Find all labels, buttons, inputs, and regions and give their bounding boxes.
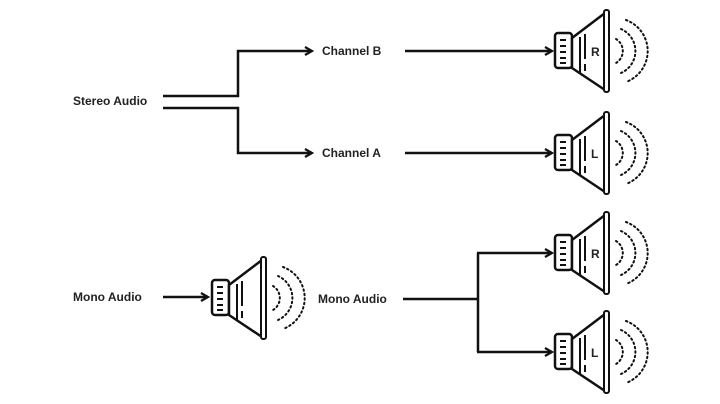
svg-text:L: L	[591, 346, 598, 360]
stereo-audio-label: Stereo Audio	[73, 94, 147, 108]
svg-text:L: L	[591, 147, 598, 161]
mono-speaker-icon	[210, 255, 306, 341]
mono-audio-output-label: Mono Audio	[318, 292, 387, 306]
svg-text:R: R	[591, 45, 600, 59]
mono-speaker-left-icon: L	[553, 309, 649, 395]
svg-text:R: R	[591, 247, 600, 261]
channel-a-label: Channel A	[322, 146, 381, 160]
mono-speaker-right-icon: R	[553, 210, 649, 296]
stereo-to-channel-a-arrow	[163, 106, 312, 153]
speaker-left-icon: L	[553, 110, 649, 196]
speaker-right-icon: R	[553, 8, 649, 94]
mono-audio-source-label: Mono Audio	[73, 290, 142, 304]
channel-b-label: Channel B	[322, 44, 382, 58]
stereo-to-channel-b-arrow	[163, 51, 312, 98]
